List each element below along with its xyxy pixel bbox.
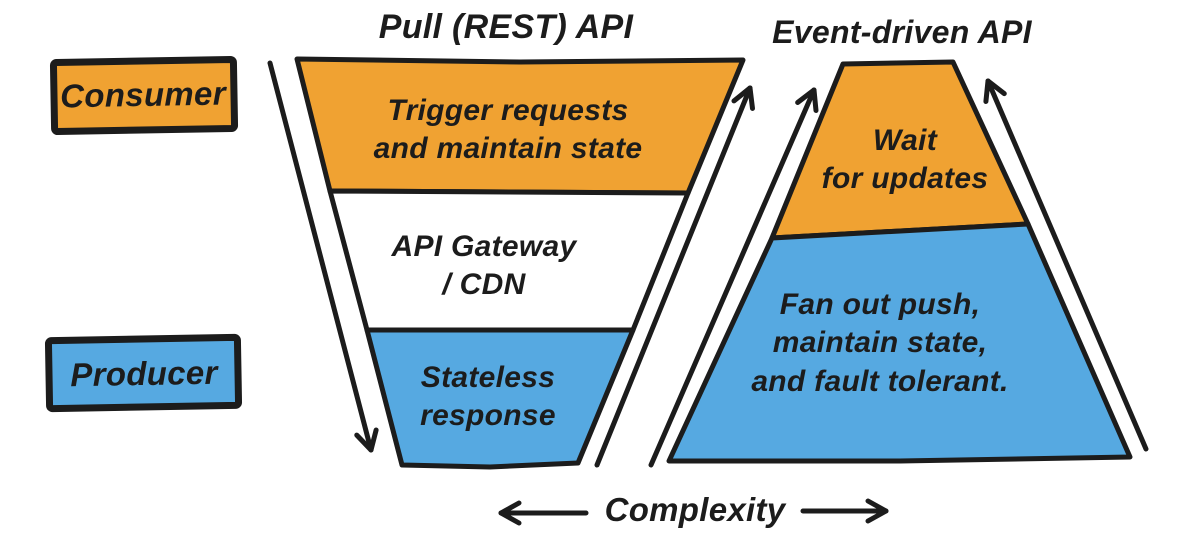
funnel-consumer-text: Trigger requests and maintain state [374, 92, 643, 169]
legend [44, 55, 243, 413]
pull-api-title: Pull (REST) API [378, 8, 634, 46]
funnel-producer-section [364, 327, 636, 470]
pyramid-consumer-line2: for updates [821, 162, 989, 196]
complexity-axis-arrows [498, 498, 889, 526]
flow-arrows [267, 60, 1149, 468]
funnel-producer-text: Stateless response [420, 359, 556, 436]
funnel-producer-line2: response [420, 399, 556, 433]
legend-consumer-swatch [49, 55, 239, 136]
funnel-down-arrow [267, 60, 379, 453]
pyramid-producer-section [666, 221, 1133, 464]
complexity-axis-label: Complexity [604, 491, 786, 528]
event-api-title: Event-driven API [772, 14, 1032, 50]
legend-producer-swatch [44, 333, 243, 413]
pyramid-producer-line2: maintain state, [772, 326, 988, 360]
funnel-producer-line1: Stateless [420, 361, 556, 394]
funnel-up-arrow [594, 85, 755, 468]
pyramid-producer-line3: and fault tolerant. [751, 364, 1009, 398]
pyramid-producer-line1: Fan out push, [779, 288, 981, 321]
funnel-gateway-line2: / CDN [442, 268, 526, 302]
funnel-gateway-text: API Gateway / CDN [391, 228, 576, 305]
legend-producer-label: Producer [70, 353, 218, 394]
funnel-consumer-section [294, 56, 746, 196]
funnel-gateway-line1: API Gateway [391, 230, 577, 263]
funnel-consumer-line1: Trigger requests [387, 94, 629, 127]
pyramid-right-up-arrow [983, 78, 1149, 452]
pyramid-producer-text: Fan out push, maintain state, and fault … [751, 286, 1008, 401]
funnel-consumer-line2: and maintain state [373, 132, 643, 166]
pyramid-consumer-text: Wait for updates [822, 122, 989, 199]
pull-api-funnel [294, 56, 746, 470]
pyramid-consumer-line1: Wait [873, 124, 937, 157]
legend-consumer-label: Consumer [59, 74, 227, 115]
pyramid-left-up-arrow [648, 87, 819, 468]
event-api-pyramid [666, 59, 1133, 464]
